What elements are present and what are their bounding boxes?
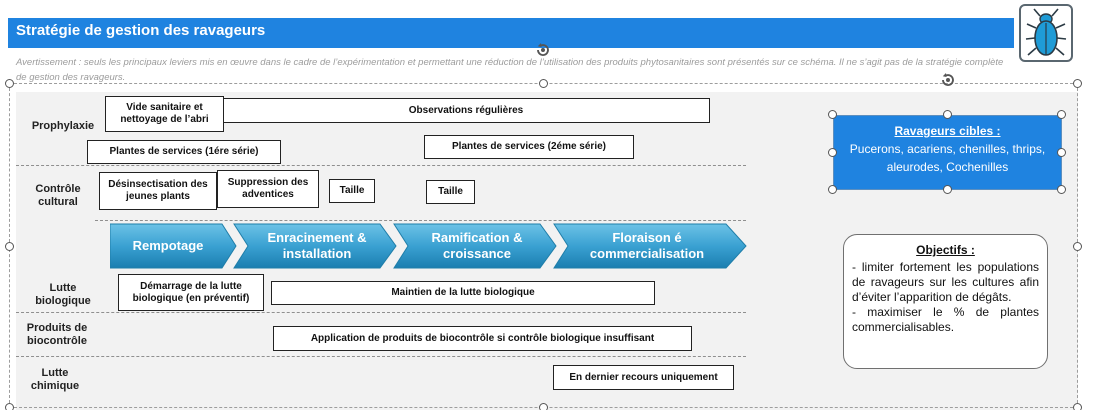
resize-handle[interactable] <box>1057 148 1066 157</box>
box-demarrage: Démarrage de la lutte biologique (en pré… <box>118 274 264 311</box>
box-desinsectisation: Désinsectisation des jeunes plants <box>99 172 217 210</box>
resize-handle[interactable] <box>5 242 14 251</box>
box-observations: Observations régulières <box>222 98 710 123</box>
objectif-item: - maximiser le % de plantes commercialis… <box>852 305 1039 334</box>
row-separator <box>16 312 746 313</box>
objectif-item: - limiter fortement les populations de r… <box>852 260 1039 304</box>
box-suppression: Suppression des adventices <box>217 170 319 208</box>
resize-handle[interactable] <box>943 185 952 194</box>
ravageurs-cibles-box[interactable]: Ravageurs cibles : Pucerons, acariens, c… <box>833 115 1062 190</box>
phase-chevron <box>553 223 747 269</box>
rotate-handle-icon[interactable] <box>535 42 551 58</box>
box-dernier-recours: En dernier recours uniquement <box>553 365 734 390</box>
row-separator <box>16 356 746 357</box>
box-taille-1: Taille <box>329 179 375 203</box>
row-label-prophylaxie: Prophylaxie <box>31 120 95 132</box>
resize-handle[interactable] <box>5 403 14 410</box>
box-taille-2: Taille <box>426 180 475 204</box>
resize-handle[interactable] <box>5 79 14 88</box>
box-plantes-services-2: Plantes de services (2éme série) <box>424 135 634 159</box>
row-label-controle-cultural: Contrôle cultural <box>35 183 81 208</box>
resize-handle[interactable] <box>1073 403 1082 410</box>
objectifs-box: Objectifs : - limiter fortement les popu… <box>843 234 1048 369</box>
box-maintien: Maintien de la lutte biologique <box>271 281 655 305</box>
phase-label: Floraison é commercialisation <box>589 230 705 261</box>
resize-handle[interactable] <box>1073 242 1082 251</box>
phase-label: Ramification & croissance <box>431 230 523 261</box>
resize-handle[interactable] <box>943 110 952 119</box>
resize-handle[interactable] <box>828 110 837 119</box>
resize-handle[interactable] <box>1073 79 1082 88</box>
rotate-handle-icon[interactable] <box>940 72 956 88</box>
phase-label: Enracinement & installation <box>267 230 367 261</box>
phase-chevron <box>233 223 397 269</box>
warning-text: Avertissement : seuls les principaux lev… <box>16 57 1004 83</box>
beetle-icon <box>1019 4 1073 62</box>
box-application: Application de produits de biocontrôle s… <box>273 326 692 351</box>
box-vide-sanitaire: Vide sanitaire et nettoyage de l’abri <box>105 96 224 132</box>
resize-handle[interactable] <box>1057 185 1066 194</box>
row-separator <box>95 220 746 221</box>
row-label-lutte-biologique: Lutte biologique <box>35 282 91 307</box>
resize-handle[interactable] <box>828 148 837 157</box>
row-label-lutte-chimique: Lutte chimique <box>30 367 80 392</box>
page-title: Stratégie de gestion des ravageurs <box>16 22 266 39</box>
resize-handle[interactable] <box>1057 110 1066 119</box>
row-label-biocontrole: Produits de biocontrôle <box>26 322 88 347</box>
title-bar: Stratégie de gestion des ravageurs <box>8 18 1014 48</box>
phase-label: Rempotage <box>132 238 204 253</box>
resize-handle[interactable] <box>539 79 548 88</box>
resize-handle[interactable] <box>828 185 837 194</box>
objectifs-title: Objectifs : <box>916 243 975 257</box>
phase-chevron <box>110 223 237 269</box>
ravageurs-list: Pucerons, acariens, chenilles, thrips, a… <box>849 142 1046 174</box>
row-separator <box>16 165 746 166</box>
phase-chevrons <box>110 223 747 269</box>
phase-chevron <box>393 223 557 269</box>
box-plantes-services-1: Plantes de services (1ére série) <box>87 140 281 164</box>
ravageurs-title: Ravageurs cibles : <box>894 124 1001 138</box>
resize-handle[interactable] <box>539 403 548 410</box>
